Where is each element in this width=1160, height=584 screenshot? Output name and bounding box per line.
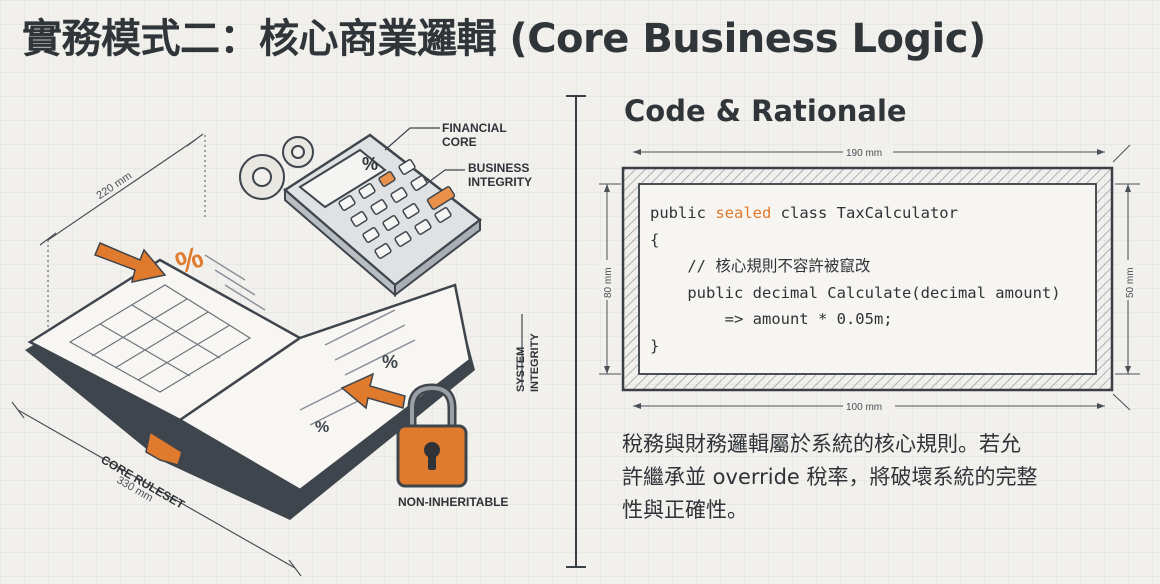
gears-icon (239, 136, 314, 200)
lock-icon (396, 383, 468, 488)
book-percent-right: % (382, 352, 398, 372)
arrow-icon (340, 372, 406, 410)
code-block: public sealed class TaxCalculator { // 核心… (650, 200, 1061, 359)
dimension-220: 220 mm (39, 133, 204, 246)
description: 稅務與財務邏輯屬於系統的核心規則。若允 許繼承並 override 稅率，將破壞… (622, 428, 1122, 527)
code-text: => amount * 0.05m; (724, 310, 893, 328)
section-heading: Code & Rationale (624, 94, 907, 128)
code-line: } (650, 333, 1061, 360)
description-line: 性與正確性。 (622, 498, 748, 522)
code-line: public sealed class TaxCalculator (650, 200, 1061, 227)
code-text: class TaxCalculator (771, 204, 958, 222)
code-keyword-accent: sealed (715, 204, 772, 222)
book-icon: % % % (25, 241, 475, 520)
code-line: // 核心規則不容許被竄改 (650, 253, 1061, 280)
financial-core-label-1: FINANCIAL (442, 121, 507, 135)
non-inheritable-label: NON-INHERITABLE (398, 495, 508, 509)
illustration: 220 mm % (11, 121, 541, 577)
code-frame: 190 mm 100 mm 80 mm 50 mm (599, 144, 1140, 414)
dimension-top-label: 190 mm (846, 148, 882, 159)
code-text: { (650, 230, 660, 249)
code-line: => amount * 0.05m; (650, 306, 1061, 333)
code-line: { (650, 227, 1061, 254)
dimension-330 (11, 401, 302, 577)
callout-lines (384, 127, 523, 385)
dimension-left-label: 80 mm (603, 267, 614, 298)
arrow-icon (94, 242, 167, 283)
dimension-bottom-label: 100 mm (846, 402, 882, 413)
code-text: public decimal Calculate(decimal amount) (687, 283, 1061, 302)
page-title: 實務模式二：核心商業邏輯 (Core Business Logic) (22, 16, 986, 62)
code-text: } (650, 336, 660, 355)
system-integrity-label-2: INTEGRITY (529, 333, 541, 392)
system-integrity-label-1: SYSTEM (515, 347, 527, 392)
code-text: public (650, 204, 716, 222)
business-integrity-label-1: BUSINESS (468, 161, 529, 175)
dimension-right-label: 50 mm (1125, 267, 1136, 298)
description-line: 稅務與財務邏輯屬於系統的核心規則。若允 (622, 432, 1021, 456)
book-percent-right-lower: % (315, 419, 329, 436)
code-line: public decimal Calculate(decimal amount) (650, 280, 1061, 307)
description-line: 許繼承並 override 稅率，將破壞系統的完整 (622, 465, 1038, 489)
code-text: // 核心規則不容許被竄改 (687, 257, 871, 275)
financial-core-label-2: CORE (442, 135, 477, 149)
section-divider (575, 96, 577, 568)
business-integrity-label-2: INTEGRITY (468, 175, 532, 189)
calculator-percent: % (362, 154, 378, 174)
calculator-icon: % (282, 133, 483, 298)
divider-cap-bottom (566, 566, 586, 568)
divider-cap-top (566, 95, 586, 97)
